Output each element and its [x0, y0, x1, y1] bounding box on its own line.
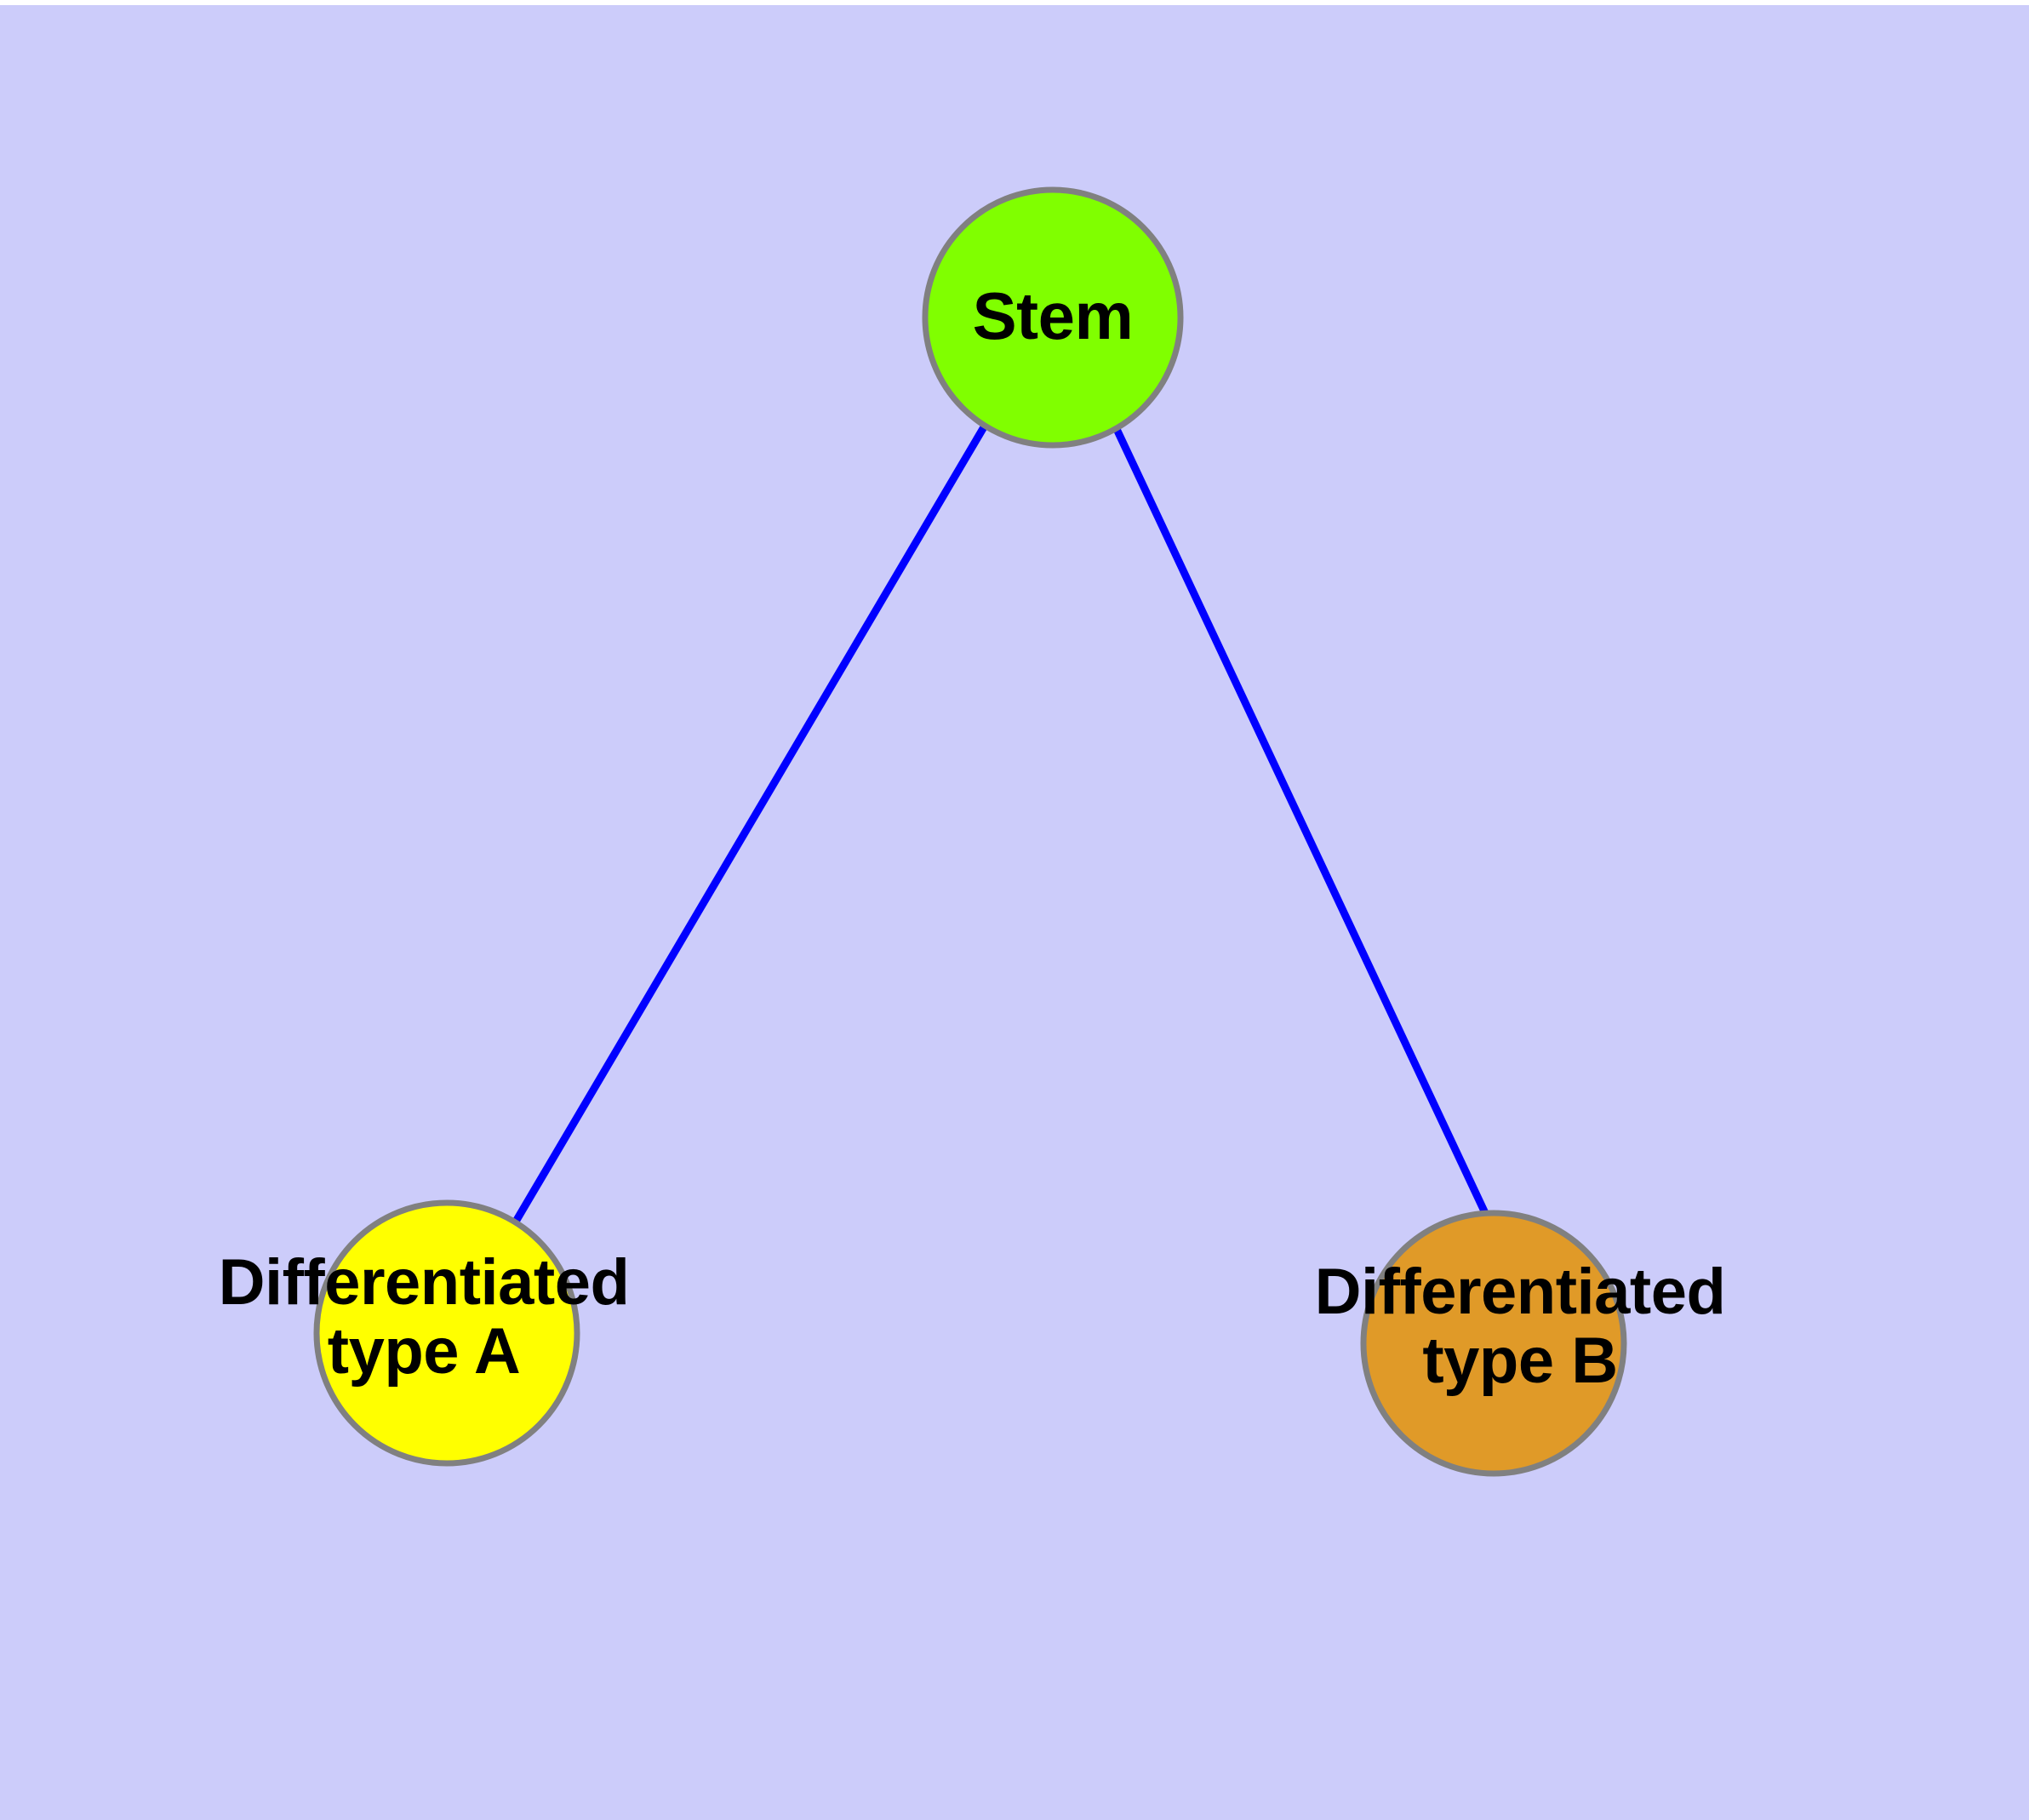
node-circle-stem[interactable]	[922, 186, 1184, 449]
node-circle-type-a[interactable]	[313, 1199, 580, 1467]
edge-stem-to-type-b	[1112, 427, 1496, 1229]
edge-stem-to-type-a	[510, 423, 988, 1228]
edge-group	[510, 423, 1496, 1229]
node-circle-type-b[interactable]	[1360, 1210, 1627, 1477]
node-group	[313, 186, 1627, 1477]
